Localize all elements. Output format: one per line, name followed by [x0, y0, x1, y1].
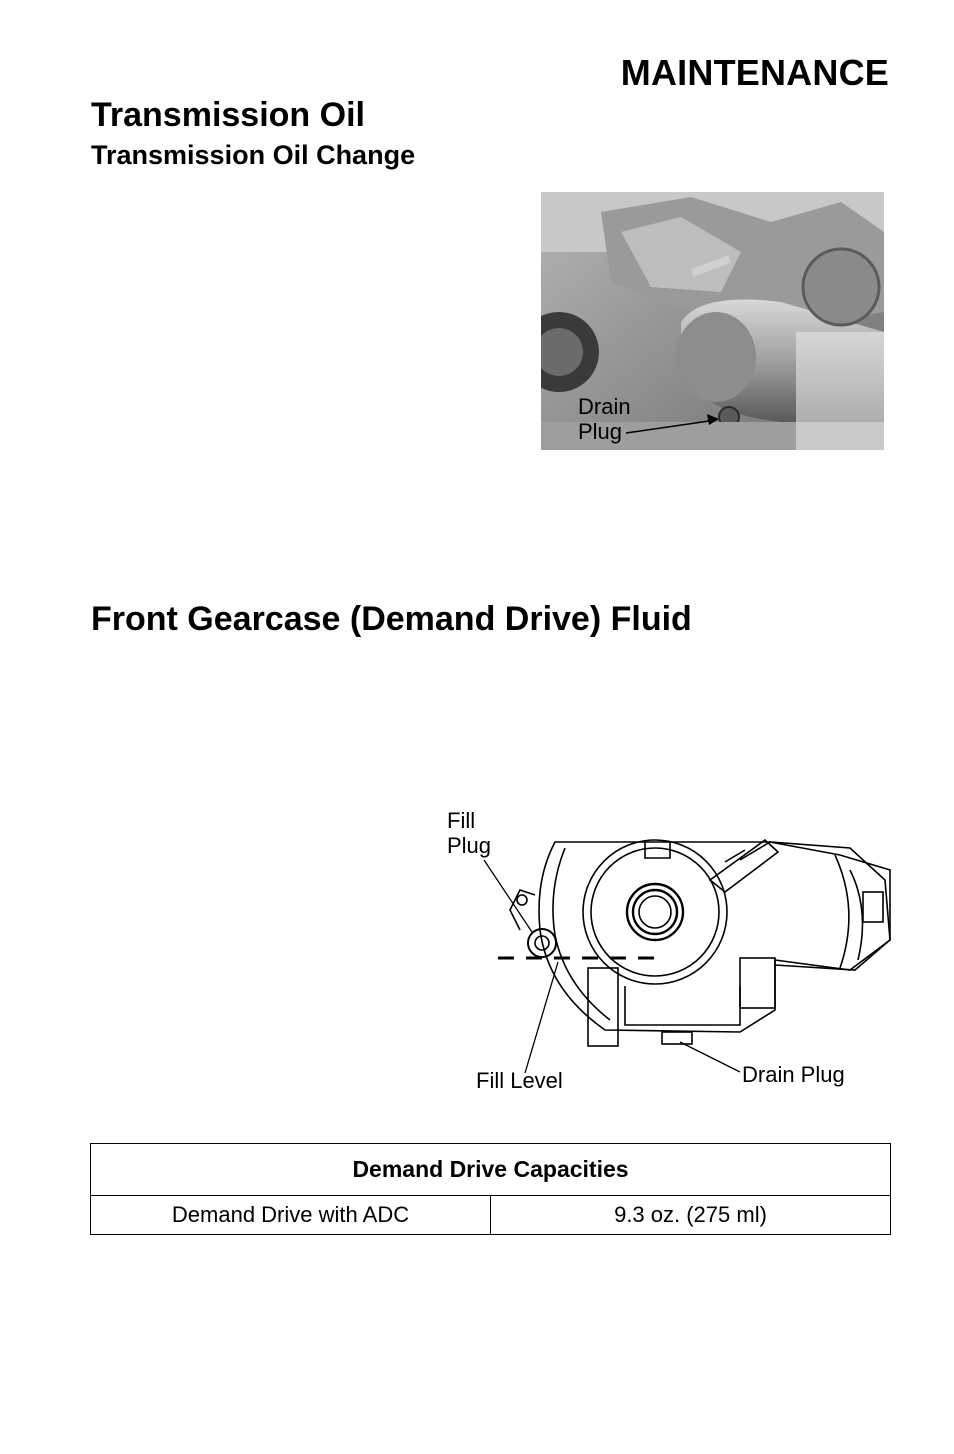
drain-plug-label-line2: Plug	[578, 419, 623, 444]
fill-plug-label-line2: Plug	[447, 833, 492, 858]
capacities-table-title: Demand Drive Capacities	[90, 1143, 891, 1196]
transmission-engine-image	[541, 192, 884, 450]
front-gearcase-heading: Front Gearcase (Demand Drive) Fluid	[91, 600, 692, 638]
drain-plug-label-line1: Drain	[578, 394, 631, 419]
capacity-value: 9.3 oz. (275 ml)	[490, 1195, 891, 1235]
fill-level-label: Fill Level	[476, 1068, 563, 1093]
table-row: Demand Drive with ADC 9.3 oz. (275 ml)	[90, 1195, 891, 1235]
section-header: MAINTENANCE	[620, 52, 889, 93]
transmission-photo: Drain Plug	[541, 192, 884, 450]
gearcase-drawing	[483, 838, 891, 1074]
capacity-item: Demand Drive with ADC	[90, 1195, 491, 1235]
fill-plug-label: Fill Plug	[447, 808, 491, 858]
gearcase-diagram: Fill Plug Fill Level Drain Plug	[440, 800, 900, 1100]
drain-plug-diagram-label: Drain Plug	[742, 1062, 845, 1087]
transmission-oil-heading: Transmission Oil	[91, 96, 365, 134]
fill-plug-label-line1: Fill	[447, 808, 476, 833]
transmission-oil-change-subheading: Transmission Oil Change	[91, 140, 416, 170]
capacities-table: Demand Drive Capacities Demand Drive wit…	[90, 1143, 891, 1235]
drain-plug-label: Drain Plug	[578, 394, 631, 444]
